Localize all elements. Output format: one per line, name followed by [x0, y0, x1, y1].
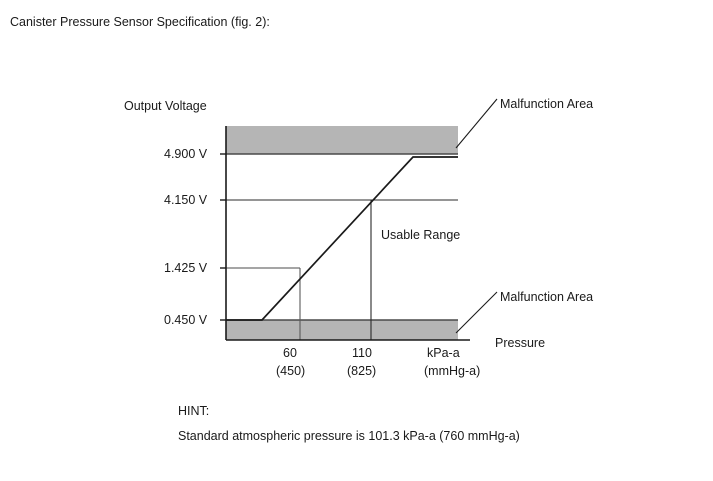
leader-line-malfunction-top: [455, 98, 498, 149]
usable-range-label: Usable Range: [381, 228, 461, 242]
sensor-output-curve: [226, 156, 458, 321]
x-tick-label-60: 60: [283, 346, 297, 360]
x-axis-unit-mmhg: (mmHg-a): [424, 364, 481, 378]
malfunction-area-bottom-label: Malfunction Area: [500, 290, 594, 304]
figure-caption: Canister Pressure Sensor Specification (…: [10, 15, 270, 29]
malfunction-band-bottom: [226, 320, 458, 340]
x-tick-label-110: 110: [352, 346, 372, 360]
y-tick-label-4150v: 4.150 V: [164, 193, 208, 207]
x-tick-label-60-mmhg: (450): [276, 364, 306, 378]
y-axis-title: Output Voltage: [124, 99, 207, 113]
malfunction-band-top: [226, 126, 458, 154]
hint-body: Standard atmospheric pressure is 101.3 k…: [178, 429, 520, 443]
x-tick-label-110-mmhg: (825): [347, 364, 377, 378]
y-tick-label-4900v: 4.900 V: [164, 147, 208, 161]
y-tick-label-0450v: 0.450 V: [164, 313, 208, 327]
y-tick-label-1425v: 1.425 V: [164, 261, 208, 275]
leader-line-malfunction-bottom: [455, 291, 498, 334]
x-axis-title: Pressure: [495, 336, 546, 350]
hint-title: HINT:: [178, 404, 210, 418]
malfunction-area-top-label: Malfunction Area: [500, 97, 594, 111]
x-axis-unit-kpa: kPa-a: [427, 346, 460, 360]
